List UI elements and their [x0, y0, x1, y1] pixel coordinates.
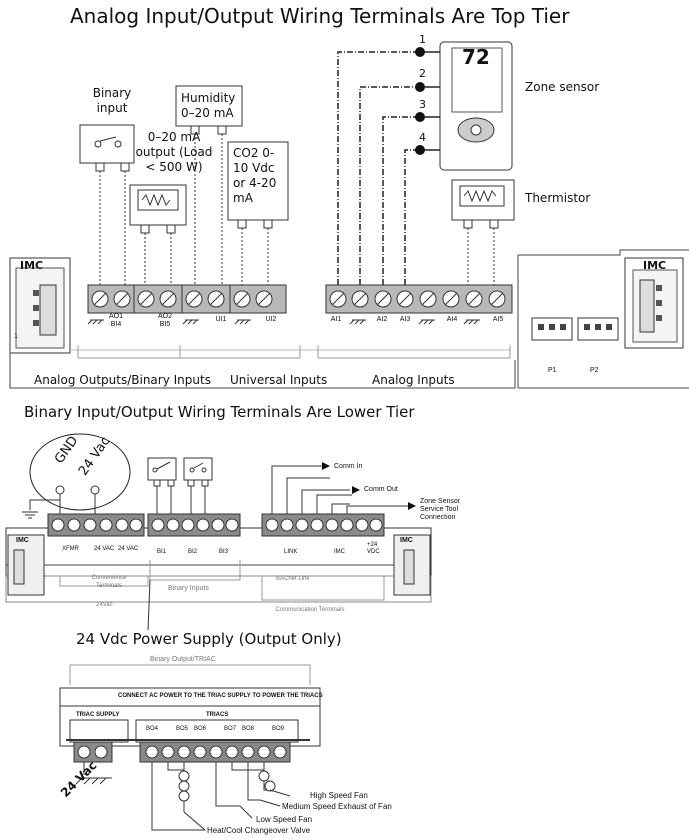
sensor-wire-number: 2 [419, 67, 426, 80]
vac-label: 24 Vac [76, 434, 114, 479]
sensor-display-value: 72 [462, 45, 490, 69]
bi2-label: BI2 [188, 549, 198, 555]
imc-small-label: IMC [334, 549, 345, 555]
terminal-label: AO2 [157, 313, 172, 320]
imc-label-left: IMC [20, 259, 44, 272]
terminal-block-right [325, 284, 513, 314]
comm-in-label: Comm In [334, 463, 363, 470]
sensor-wire-number: 1 [419, 33, 426, 46]
terminal-label: BI4 [110, 321, 122, 328]
top-tier-diagram [9, 41, 689, 389]
triacs-label: TRIACS [206, 712, 229, 718]
terminal-label: AI4 [446, 316, 458, 323]
link-label: LINK [284, 549, 298, 555]
terminal-label: UI1 [215, 316, 227, 323]
terminal-label: AI3 [399, 316, 411, 323]
connect-ac-power-note: CONNECT AC POWER TO THE TRIAC SUPPLY TO … [118, 693, 323, 699]
binary-input-label: Binary input [92, 86, 132, 115]
co2-label: CO2 0-10 Vdc or 4-20 mA [233, 146, 277, 205]
medium-speed-fan-label: Medium Speed Exhaust of Fan [282, 802, 392, 811]
p1-p2-ports [531, 317, 619, 341]
heat-cool-valve-label: Heat/Cool Changeover Valve [207, 826, 311, 835]
bo8-label: BO8 [242, 726, 255, 732]
24vac-terminal-label: 24 VAC [94, 546, 115, 552]
imc-connector-right [624, 257, 684, 349]
port-label-p1: P1 [548, 367, 557, 374]
bo5-label: BO5 [176, 726, 189, 732]
high-speed-fan-label: High Speed Fan [310, 791, 368, 800]
imc-label-mid-left: IMC [16, 537, 29, 544]
imc-label-mid-right: IMC [400, 537, 413, 544]
power-supply-label: 24 Vdc Power Supply (Output Only) [76, 630, 342, 648]
terminal-label: AI2 [376, 316, 388, 323]
24vac-triac-supply-label: 24 Vac [58, 758, 100, 800]
convenience-terminals-label: Convenience Terminals [91, 575, 127, 589]
co2-box [227, 141, 289, 221]
sensor-wire-number: 3 [419, 98, 426, 111]
title-top-tier: Analog Input/Output Wiring Terminals Are… [70, 4, 570, 28]
24vdc-label: +24 VDC [367, 542, 380, 555]
comm-out-label: Comm Out [364, 486, 398, 493]
imc-pin-1: 1 [14, 333, 18, 340]
binary-output-triac-header: Binary Output/TRIAC [150, 656, 216, 663]
binary-input-box [79, 124, 135, 164]
title-lower-tier: Binary Input/Output Wiring Terminals Are… [24, 403, 415, 421]
humidity-label: Humidity 0–20 mA [181, 91, 236, 120]
group-label-analog-inputs: Analog Inputs [372, 373, 455, 387]
terminal-label: AI5 [492, 316, 504, 323]
terminal-label: AI1 [330, 316, 342, 323]
triac-supply-label: TRIAC SUPPLY [76, 712, 120, 718]
group-label-universal-inputs: Universal Inputs [230, 373, 328, 387]
zone-sensor-connection-label: Zone Sensor Service Tool Connection [420, 498, 461, 521]
bo9-label: BO9 [272, 726, 285, 732]
thermistor-label: Thermistor [525, 191, 591, 205]
gnd-label: GND [52, 433, 82, 467]
terminal-block-left [87, 284, 287, 314]
imc-label-right: IMC [643, 259, 667, 272]
binary-inputs-label: Binary Inputs [168, 585, 209, 592]
imc-connector-left [9, 257, 71, 354]
sensor-wire-number: 4 [419, 131, 426, 144]
terminal-label: BI5 [159, 321, 171, 328]
group-label-analog-outputs: Analog Outputs/Binary Inputs [34, 373, 211, 387]
bi1-label: BI1 [157, 549, 167, 555]
humidity-box [175, 85, 243, 127]
port-label-p2: P2 [590, 367, 599, 374]
output-label: 0–20 mA output (Load < 500 W) [135, 130, 213, 174]
zone-sensor-label: Zone sensor [525, 80, 600, 94]
bo6-label: BO6 [194, 726, 207, 732]
bacnet-link-label: BACnet Link [276, 576, 310, 582]
24vac-terminal-label: 24 VAC [118, 546, 139, 552]
low-speed-fan-label: Low Speed Fan [256, 815, 313, 824]
24vac-bottom-label: 24Vac [96, 602, 113, 608]
xfmr-label: XFMR [62, 546, 79, 552]
bi3-label: BI3 [219, 549, 229, 555]
terminal-label: UI2 [265, 316, 277, 323]
communication-terminals-label: Communication Terminals [275, 607, 345, 613]
bo4-label: BO4 [146, 726, 159, 732]
bo7-label: BO7 [224, 726, 237, 732]
terminal-label: AO1 [108, 313, 123, 320]
zone-sensor [439, 41, 513, 171]
